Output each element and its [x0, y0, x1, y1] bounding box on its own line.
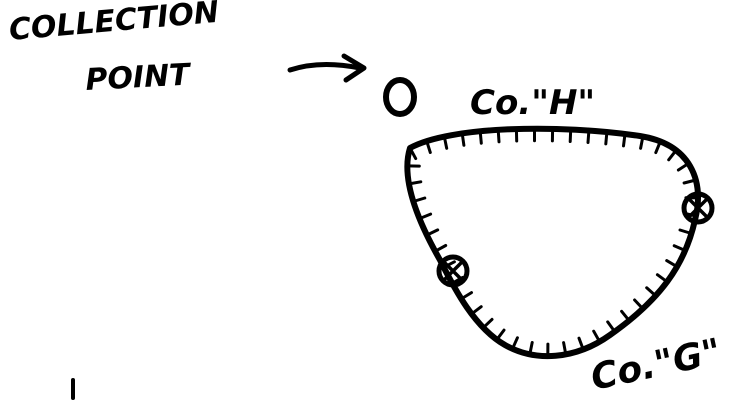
company-h-label: Co."H": [470, 83, 595, 123]
perimeter-tick: [478, 129, 483, 145]
perimeter-tick: [470, 305, 483, 316]
perimeter-tick: [672, 244, 687, 252]
perimeter-tick: [620, 309, 631, 323]
position-marker-right-icon: [681, 191, 715, 225]
perimeter-tick: [654, 140, 662, 155]
perimeter-ticks-icon: [405, 127, 700, 358]
perimeter-tick: [678, 228, 693, 235]
perimeter-tick: [495, 328, 506, 342]
perimeter-tick: [655, 273, 669, 284]
perimeter-tick: [633, 298, 645, 311]
collection-point-label-line1: COLLECTION: [8, 0, 221, 48]
perimeter-tick: [606, 320, 617, 334]
perimeter-tick: [665, 259, 679, 269]
perimeter-tick: [592, 329, 602, 344]
perimeter-tick: [622, 132, 627, 148]
perimeter-tick: [667, 148, 678, 162]
perimeter-tick: [425, 228, 440, 237]
perimeter-line: [404, 125, 701, 360]
perimeter-tick: [577, 336, 585, 351]
perimeter-tick: [676, 162, 690, 172]
perimeter-tick: [528, 341, 534, 356]
perimeter-tick: [639, 135, 645, 150]
perimeter-tick: [586, 129, 591, 144]
arrow-icon: [287, 53, 367, 83]
perimeter-tick: [411, 196, 427, 203]
perimeter-tick: [425, 139, 432, 154]
perimeter-tick: [481, 317, 494, 330]
perimeter-tick: [460, 131, 466, 147]
perimeter-tick: [645, 286, 658, 298]
perimeter-tick: [407, 180, 423, 186]
perimeter-tick: [442, 260, 456, 269]
collection-point-circle-icon: [383, 77, 417, 117]
perimeter-tick: [442, 135, 449, 150]
perimeter-tick: [433, 244, 448, 253]
company-g-label: Co."G": [587, 331, 725, 399]
position-marker-left-icon: [436, 254, 470, 288]
perimeter-tick: [408, 146, 418, 161]
perimeter-tick: [604, 130, 609, 146]
perimeter-tick: [459, 291, 473, 301]
perimeter-tick: [682, 178, 698, 185]
perimeter-tick: [418, 212, 433, 221]
collection-point-label-line2: POINT: [85, 57, 193, 98]
perimeter-tick: [511, 336, 519, 351]
perimeter-tick: [562, 341, 568, 356]
perimeter-tick: [496, 128, 501, 144]
perimeter-tick: [568, 128, 573, 143]
